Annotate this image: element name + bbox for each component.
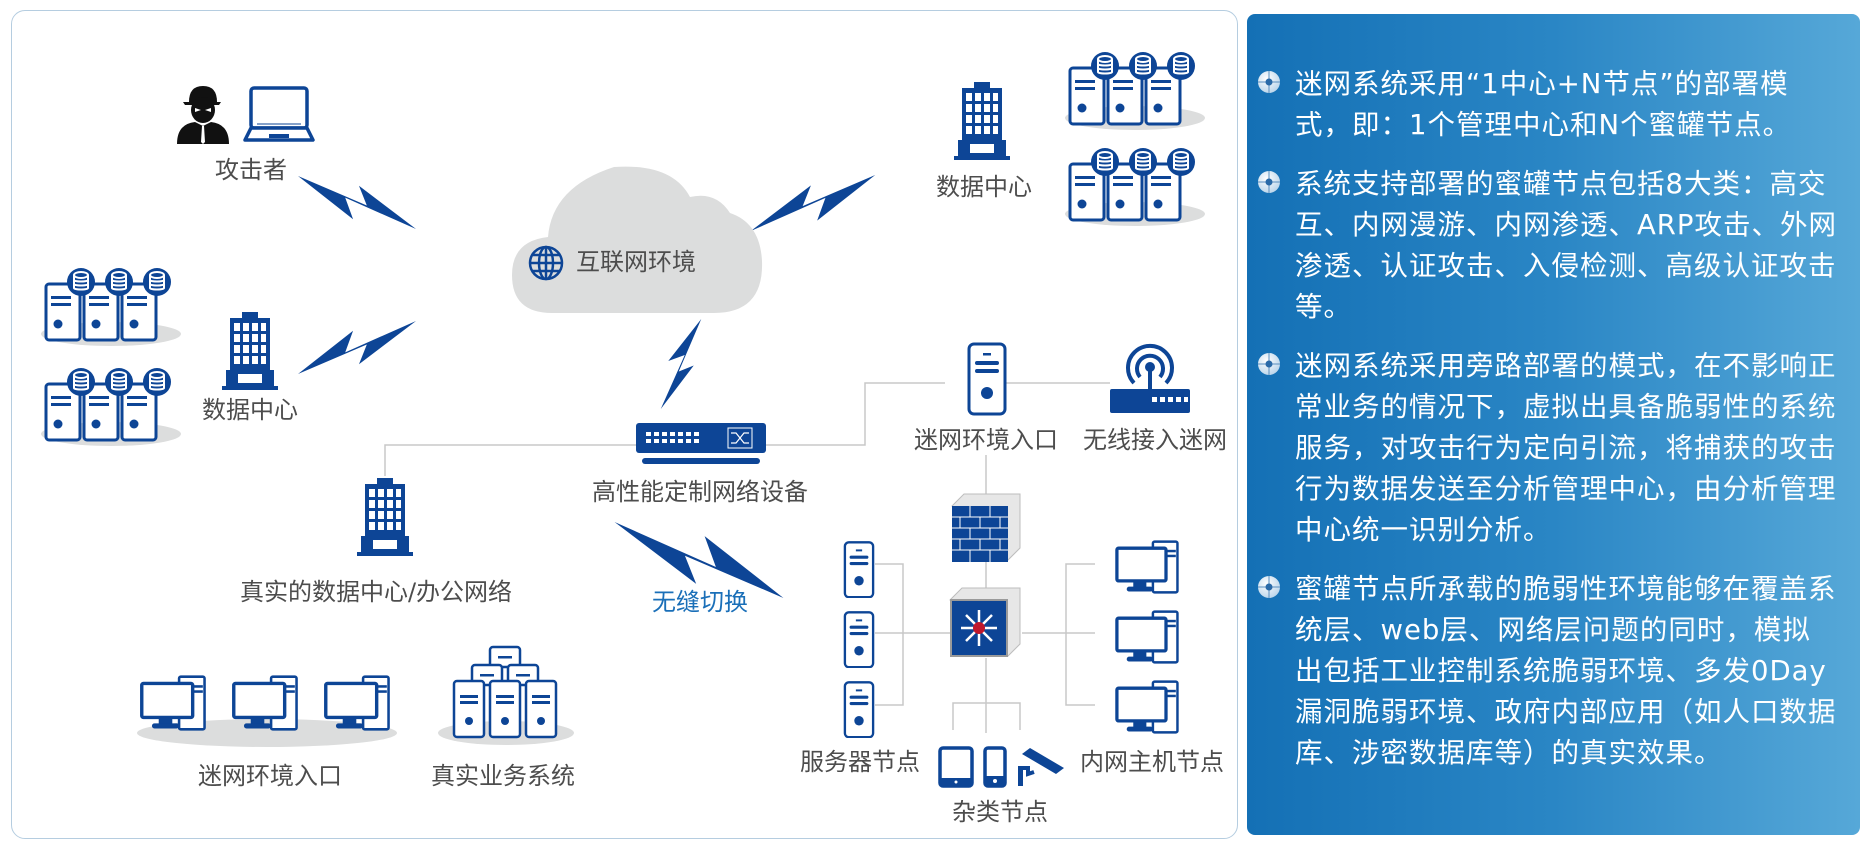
firewall-icon [951,493,1021,562]
real-business-system-label: 真实业务系统 [431,762,575,790]
datacenter-left-building-icon [222,312,278,390]
real-datacenter-building-icon [357,478,413,556]
storage-cluster-icon [39,266,183,346]
maze-entry-pcs-label: 迷网环境入口 [198,762,342,790]
bullet-disc-icon [1257,352,1281,376]
description-text: 迷网系统采用旁路部署的模式，在不影响正常业务的情况下，虚拟出具备脆弱性的系统服务… [1295,350,1837,546]
line-switch-to-real-dc [384,444,636,476]
description-text: 蜜罐节点所承载的脆弱性环境能够在覆盖系统层、web层、网络层问题的同时，模拟出包… [1295,573,1837,769]
line-misc-branch [952,702,1021,730]
server-node-icon [843,611,875,668]
core-switch-icon [949,587,1021,657]
intranet-host-icon [1114,610,1180,664]
description-item: 系统支持部署的蜜罐节点包括8大类：高交互、内网漫游、内网渗透、ARP攻击、外网渗… [1257,164,1838,328]
lightning-internet-device-icon [660,319,702,409]
lightning-left-datacenter-icon [298,320,416,375]
lightning-seamless-switch-icon [614,522,784,598]
datacenter-left-label: 数据中心 [202,396,298,424]
lightning-right-datacenter-icon [750,175,876,231]
bullet-disc-icon [1257,70,1281,94]
network-switch-icon [636,423,766,464]
description-text: 迷网系统采用“1中心+N节点”的部署模式，即：1个管理中心和N个蜜罐节点。 [1295,68,1792,141]
diagram-frame [11,10,1238,839]
server-node-icon [843,541,875,598]
internet-cloud-icon [512,166,763,313]
seamless-switch-label: 无缝切换 [652,588,748,616]
storage-cluster-icon [1063,146,1207,226]
tablet-icon [938,746,974,788]
description-item: 迷网系统采用旁路部署的模式，在不影响正常业务的情况下，虚拟出具备脆弱性的系统服务… [1257,346,1838,551]
attacker-label: 攻击者 [215,156,287,184]
globe-icon [528,245,564,281]
misc-nodes-label: 杂类节点 [952,798,1048,826]
maze-entry-pcs-group [137,675,397,747]
maze-entry-server-icon [967,342,1007,416]
smartphone-icon [983,746,1007,788]
line-server-bottom [875,633,904,706]
surveillance-camera-icon [1018,748,1064,786]
bullet-disc-icon [1257,170,1281,194]
intranet-host-icon [1114,680,1180,734]
wireless-access-label: 无线接入迷网 [1083,426,1227,454]
line-core-to-servers [875,563,950,634]
real-datacenter-label: 真实的数据中心/办公网络 [239,578,513,606]
description-text: 系统支持部署的蜜罐节点包括8大类：高交互、内网漫游、内网渗透、ARP攻击、外网渗… [1295,168,1838,323]
description-item: 蜜罐节点所承载的脆弱性环境能够在覆盖系统层、web层、网络层问题的同时，模拟出包… [1257,569,1838,774]
lightning-attacker-internet-icon [298,175,416,230]
attacker-icon [177,86,315,144]
internet-label: 互联网环境 [576,248,696,276]
line-core-to-pcs [1022,563,1095,634]
real-business-servers-icon [438,645,574,745]
maze-entry-server-label: 迷网环境入口 [914,426,1058,454]
network-device-label: 高性能定制网络设备 [592,478,808,506]
bullet-disc-icon [1257,575,1281,599]
server-node-icon [843,681,875,738]
wireless-router-icon [1110,343,1190,413]
storage-cluster-icon [39,366,183,446]
intranet-host-nodes-label: 内网主机节点 [1080,748,1224,776]
line-pc-bottom [1065,633,1095,706]
line-switch-to-maze-entry [765,382,945,446]
server-nodes-label: 服务器节点 [800,748,920,776]
datacenter-right-building-icon [954,82,1010,160]
connector-lines [384,382,1110,733]
description-panel: 迷网系统采用“1中心+N节点”的部署模式，即：1个管理中心和N个蜜罐节点。 系统… [1247,14,1860,835]
datacenter-right-label: 数据中心 [936,173,1032,201]
description-item: 迷网系统采用“1中心+N节点”的部署模式，即：1个管理中心和N个蜜罐节点。 [1257,64,1838,146]
intranet-host-icon [1114,540,1180,594]
storage-cluster-icon [1063,50,1207,130]
